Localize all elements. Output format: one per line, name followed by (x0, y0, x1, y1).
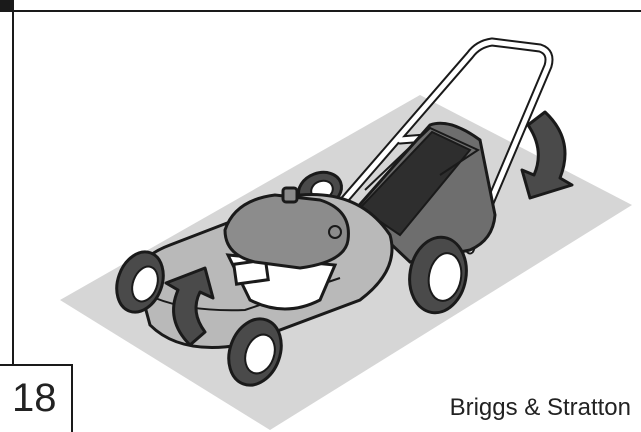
brand-caption: Briggs & Stratton (449, 394, 631, 421)
front-right-wheel (227, 317, 283, 387)
arrow-down-icon (520, 110, 574, 200)
arrow-up-icon (164, 266, 215, 347)
rear-right-wheel (408, 235, 468, 315)
page-number: 18 (12, 376, 57, 420)
frame-step-vertical (71, 364, 73, 432)
frame-step-line (0, 364, 72, 366)
fuel-cap (281, 186, 299, 204)
grass-bag (352, 121, 497, 264)
engine-cover (223, 193, 350, 270)
frame-top-line (14, 10, 641, 12)
front-left-wheel (115, 250, 165, 314)
oil-cap (328, 225, 342, 239)
corner-mark (0, 0, 14, 12)
frame-left-line (12, 10, 14, 365)
engine-block (225, 253, 338, 311)
